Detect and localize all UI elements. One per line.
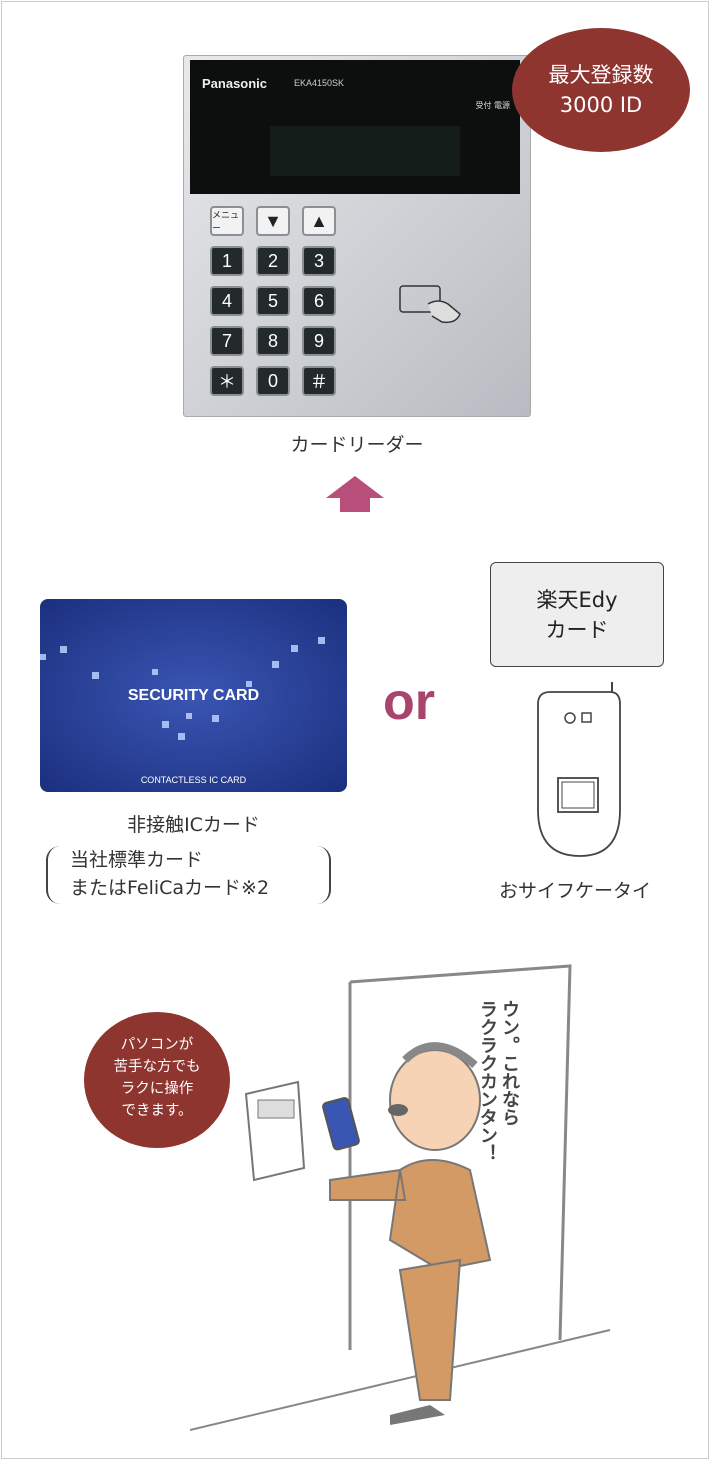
speech-line: ラクラクカンタン！ <box>477 1000 498 1162</box>
speech-text: ウン。これなら ラクラクカンタン！ <box>476 1000 520 1162</box>
keypad-key: 3 <box>302 246 336 276</box>
mobile-phone-icon <box>537 682 621 857</box>
keypad-key: 8 <box>256 326 290 356</box>
keypad-key: 6 <box>302 286 336 316</box>
card-note-line: またはFeliCaカード※2 <box>70 877 270 899</box>
card-note: 当社標準カード またはFeliCaカード※2 <box>46 846 331 904</box>
bubble-line: 最大登録数 <box>548 63 654 87</box>
easy-operation-bubble: パソコンが 苦手な方でも ラクに操作 できます。 <box>84 1012 230 1148</box>
or-label: or <box>383 673 435 731</box>
ic-card: SECURITY CARD CONTACTLESS IC CARD <box>40 599 347 792</box>
keypad-key: 4 <box>210 286 244 316</box>
keypad-key: ▲ <box>302 206 336 236</box>
bubble-line: パソコンが <box>120 1037 194 1053</box>
user-illustration <box>190 964 611 1431</box>
keypad-key: 9 <box>302 326 336 356</box>
max-registration-bubble: 最大登録数 3000 ID <box>512 28 690 152</box>
reader-caption: カードリーダー <box>290 434 424 456</box>
keypad-key: ＃ <box>302 366 336 396</box>
bubble-line: 3000 ID <box>559 93 643 117</box>
bubble-line: 苦手な方でも <box>113 1059 201 1075</box>
keypad-key: ＊ <box>210 366 244 396</box>
keypad-key: 1 <box>210 246 244 276</box>
bubble-line: できます。 <box>121 1103 193 1119</box>
edy-line: カード <box>545 618 609 642</box>
card-pattern <box>40 637 325 740</box>
keypad-key: メニュー <box>210 206 244 236</box>
brand-logo: Panasonic <box>202 76 268 91</box>
keypad-key: 0 <box>256 366 290 396</box>
model-number: EKA4150SK <box>294 78 345 88</box>
card-subtitle: CONTACTLESS IC CARD <box>140 775 247 785</box>
keypad-key: 7 <box>210 326 244 356</box>
edy-card-box: 楽天Edy カード <box>490 562 664 667</box>
card-note-line: 当社標準カード <box>70 849 204 871</box>
speech-line: ウン。これなら <box>499 1000 520 1126</box>
lcd-screen <box>270 126 460 176</box>
card-touch-icon <box>399 285 461 324</box>
keypad-key: 5 <box>256 286 290 316</box>
arrow-up-icon <box>326 476 384 512</box>
phone-caption: おサイフケータイ <box>498 880 651 902</box>
card-title: SECURITY CARD <box>127 687 260 704</box>
keypad-key: 2 <box>256 246 290 276</box>
edy-line: 楽天Edy <box>536 588 618 612</box>
keypad-key: ▼ <box>256 206 290 236</box>
led-labels: 受付 電源 <box>475 101 510 110</box>
card-caption: 非接触ICカード <box>127 814 260 836</box>
reader-display-panel: Panasonic EKA4150SK 受付 電源 <box>190 60 520 194</box>
bubble-line: ラクに操作 <box>120 1081 194 1097</box>
